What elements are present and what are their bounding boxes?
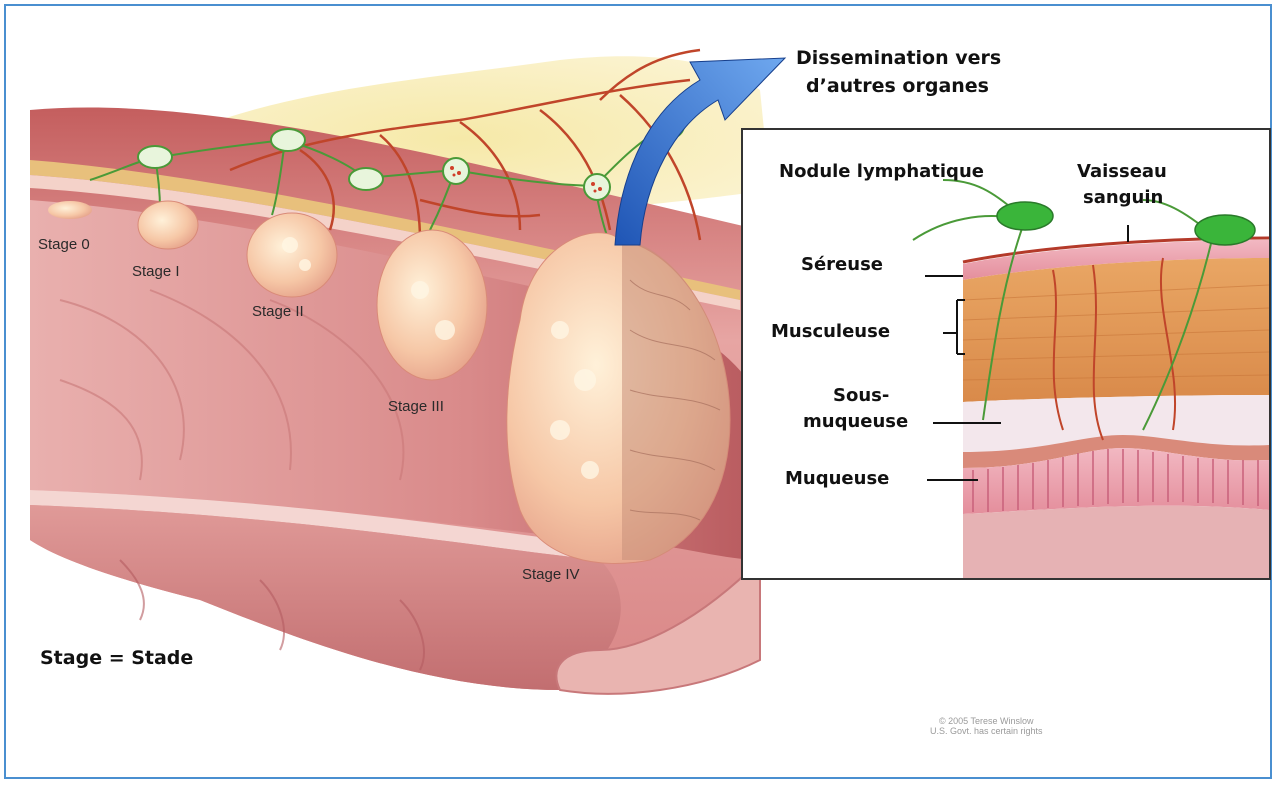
copyright-notice: © 2005 Terese Winslow U.S. Govt. has cer…: [930, 716, 1043, 736]
label-dissemination-line2: d’autres organes: [806, 74, 989, 99]
copyright-line1: © 2005 Terese Winslow: [930, 716, 1043, 726]
label-stage-0: Stage 0: [38, 236, 90, 253]
label-stage-4: Stage IV: [522, 566, 580, 583]
lymph-node-affected: [443, 158, 469, 184]
label-stage-1: Stage I: [132, 263, 180, 280]
lymph-node-inset: [997, 202, 1053, 230]
legend-stage-stade: Stage = Stade: [40, 646, 193, 671]
copyright-line2: U.S. Govt. has certain rights: [930, 726, 1043, 736]
lymph-node: [138, 146, 172, 168]
wall-layers-inset: Nodule lymphatique Vaisseau sanguin Sére…: [741, 128, 1271, 580]
lymph-node: [271, 129, 305, 151]
label-sous-line2: muqueuse: [803, 410, 908, 434]
label-vaisseau-line1: Vaisseau: [1077, 160, 1167, 184]
lymph-node: [349, 168, 383, 190]
tumor-stage-1: [138, 201, 198, 249]
muscularis-layer: [963, 258, 1269, 402]
label-muqueuse: Muqueuse: [785, 467, 889, 491]
label-nodule-lymphatique: Nodule lymphatique: [779, 160, 984, 184]
label-sous-line1: Sous-: [833, 384, 889, 408]
label-vaisseau-line2: sanguin: [1083, 186, 1163, 210]
tumor-stage-3: [377, 230, 487, 380]
wall-layers-illustration: [743, 130, 1269, 578]
label-musculeuse: Musculeuse: [771, 320, 890, 344]
lymph-node-inset: [1195, 215, 1255, 245]
tumor-stage-0: [48, 201, 92, 219]
lymph-node-affected: [584, 174, 610, 200]
label-dissemination-line1: Dissemination vers: [796, 46, 1001, 71]
tumor-stage-2: [247, 213, 337, 297]
label-sereuse: Séreuse: [801, 253, 883, 277]
label-stage-3: Stage III: [388, 398, 444, 415]
label-stage-2: Stage II: [252, 303, 304, 320]
